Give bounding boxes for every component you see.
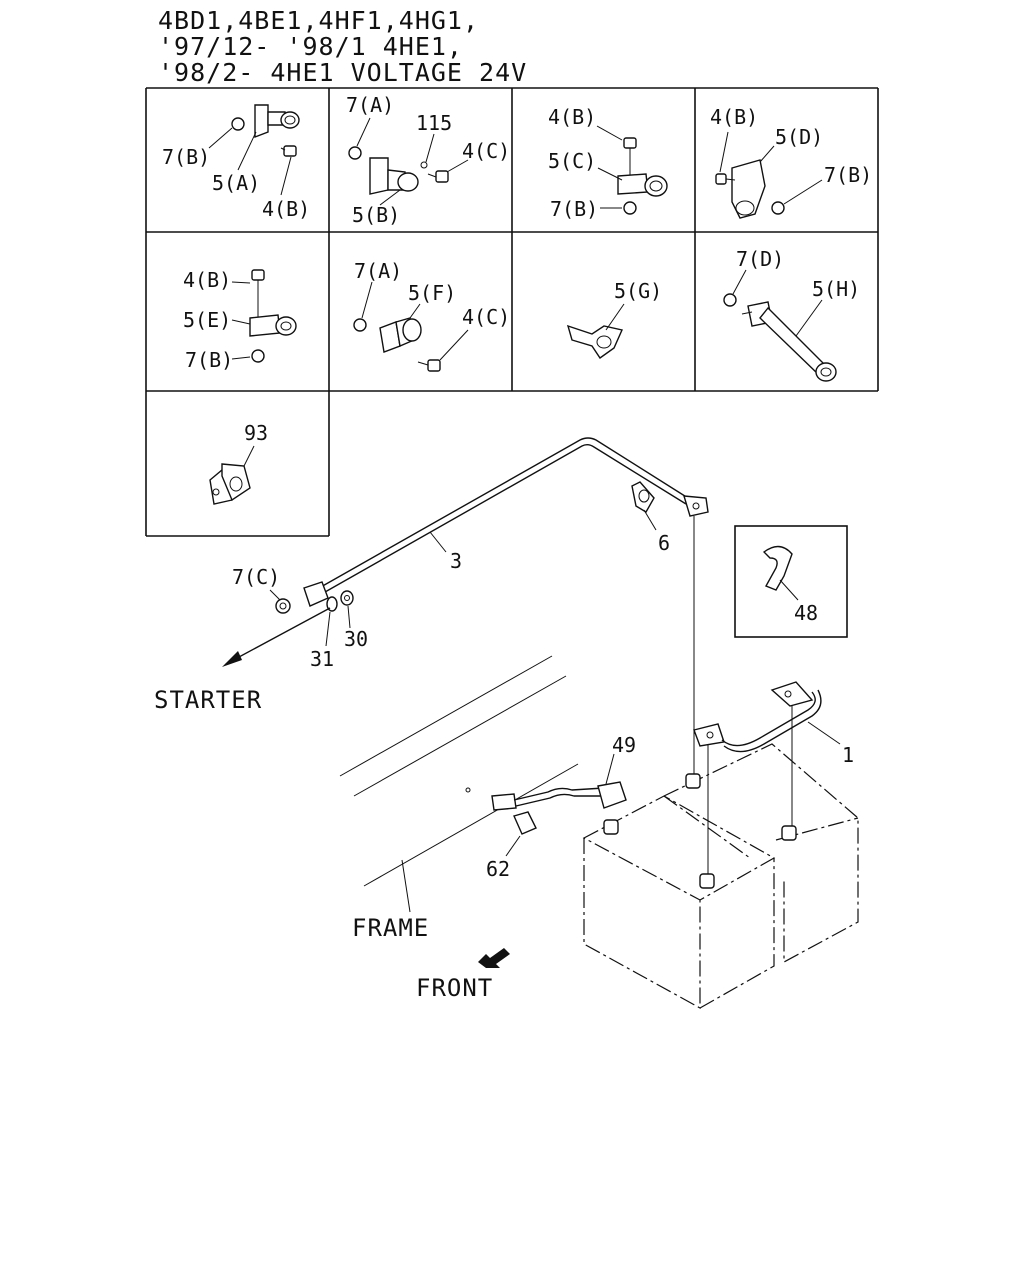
starter-terminal-hardware: 7(C) 31 30 [232,565,368,671]
label-3: 3 [450,549,462,573]
label-7c: 7(C) [232,565,280,589]
title-line-2: '97/12- '98/1 4HE1, [158,32,463,61]
cable-3: 3 [303,437,709,607]
label-front: FRONT [416,974,493,1002]
detail-cell-g: 5(G) [566,279,662,359]
label-4b: 4(B) [548,105,596,129]
label-5e: 5(E) [183,308,231,332]
batteries [582,516,859,1010]
label-5b: 5(B) [352,203,400,227]
label-4c: 4(C) [462,139,510,163]
label-4c: 4(C) [462,305,510,329]
label-7b: 7(B) [824,163,872,187]
label-93: 93 [244,421,268,445]
label-30: 30 [344,627,368,651]
label-1: 1 [842,743,854,767]
detail-cell-d: 4(B) 5(D) 7(B) [710,105,872,219]
title-line-1: 4BD1,4BE1,4HF1,4HG1, [158,6,480,35]
label-4b: 4(B) [710,105,758,129]
label-7b: 7(B) [162,145,210,169]
cable-1: 1 [693,681,854,767]
detail-cell-f: 7(A) 5(F) 4(C) [353,259,510,372]
cable-49: 49 [465,733,636,811]
detail-cell-c: 4(B) 5(C) 7(B) [548,105,668,221]
label-frame: FRAME [352,914,429,942]
label-4b: 4(B) [183,268,231,292]
label-4b: 4(B) [262,197,310,221]
starter-arrow: STARTER [154,607,331,714]
label-7a: 7(A) [346,93,394,117]
label-31: 31 [310,647,334,671]
label-7b: 7(B) [550,197,598,221]
detail-cell-a: 7(B) 5(A) 4(B) [162,104,310,221]
detail-cell-b: 7(A) 115 4(C) 5(B) [346,93,510,227]
clamp-48-detail: 48 [734,525,848,638]
detail-cell-i: 93 [209,421,268,505]
label-5f: 5(F) [408,281,456,305]
label-5a: 5(A) [212,171,260,195]
clamp-6: 6 [631,481,670,555]
label-5c: 5(C) [548,149,596,173]
detail-grid [145,87,879,537]
battery-terminal [603,773,797,889]
detail-cell-e: 4(B) 5(E) 7(B) [183,268,297,372]
label-49: 49 [612,733,636,757]
label-starter: STARTER [154,686,262,714]
bolt-62: 62 [486,811,537,881]
label-6: 6 [658,531,670,555]
label-62: 62 [486,857,510,881]
label-115: 115 [416,111,452,135]
label-5h: 5(H) [812,277,860,301]
label-48: 48 [794,601,818,625]
main-assembly: 3 6 7(C) 31 30 [154,437,859,1010]
label-7a: 7(A) [354,259,402,283]
label-5g: 5(G) [614,279,662,303]
front-arrow: FRONT [416,948,510,1002]
title-line-3: '98/2- 4HE1 VOLTAGE 24V [158,58,528,87]
label-7d: 7(D) [736,247,784,271]
frame-rails: FRAME [339,655,579,942]
label-5d: 5(D) [775,125,823,149]
label-7b: 7(B) [185,348,233,372]
detail-cell-h: 7(D) 5(H) [723,247,860,382]
